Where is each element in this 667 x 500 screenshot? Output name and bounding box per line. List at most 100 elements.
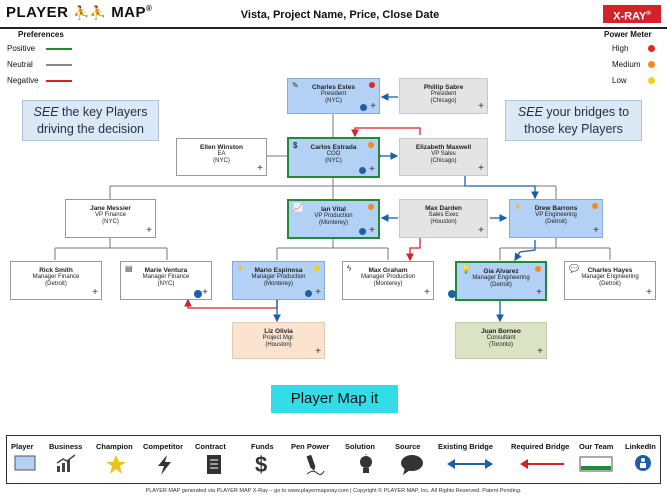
expand-plus-icon[interactable]: + <box>202 287 208 298</box>
funds-icon: $ <box>293 141 298 150</box>
preference-neutral-label: Neutral <box>7 60 33 69</box>
footer-copyright: PLAYER MAP generated via PLAYER MAP X-Ra… <box>145 488 522 494</box>
node-ian-vital[interactable]: 📈 Ian Vital VP Production (Monterey) + <box>287 199 380 239</box>
expand-plus-icon[interactable]: + <box>478 101 484 112</box>
expand-plus-icon[interactable]: + <box>369 164 375 175</box>
expand-plus-icon[interactable]: + <box>257 163 263 174</box>
solution-icon: 💡 <box>461 265 471 274</box>
legend-champion-label: Champion <box>96 442 133 451</box>
node-elizabeth-maxwell[interactable]: Elizabeth Maxwell VP Sales (Chicago) + <box>399 138 488 176</box>
player-icon <box>14 455 36 471</box>
business-icon <box>56 454 76 472</box>
icon-legend: Player Business Champion Competitor Cont… <box>6 435 661 484</box>
competitor-icon: ϟ <box>347 264 352 273</box>
node-max-graham[interactable]: ϟ Max Graham Manager Production (Montere… <box>342 261 434 300</box>
expand-plus-icon[interactable]: + <box>92 287 98 298</box>
expand-plus-icon[interactable]: + <box>370 101 376 112</box>
node-liz-olivia[interactable]: Liz Olivia Project Mgr. (Houston) + <box>232 322 325 359</box>
power-dot-medium <box>368 142 374 148</box>
expand-plus-icon[interactable]: + <box>536 287 542 298</box>
xray-badge: X-RAY® <box>603 5 661 23</box>
power-medium-dot <box>648 61 655 68</box>
page-title: Vista, Project Name, Price, Close Date <box>240 9 440 21</box>
contract-icon: ▤ <box>125 264 133 273</box>
power-high-dot <box>648 45 655 52</box>
power-dot-medium <box>368 204 374 210</box>
linkedin-icon[interactable] <box>448 290 456 298</box>
node-max-darden[interactable]: Max Darden Sales Exec (Houston) + <box>399 199 488 238</box>
pen-power-icon: ✎ <box>292 81 299 90</box>
preference-positive-line <box>46 48 72 50</box>
expand-plus-icon[interactable]: + <box>593 225 599 236</box>
competitor-icon <box>158 455 171 475</box>
power-low-label: Low <box>612 76 627 85</box>
power-low-dot <box>648 77 655 84</box>
node-carlos-estrada[interactable]: $ Carlos Estrada COO (NYC) + <box>287 137 380 178</box>
expand-plus-icon[interactable]: + <box>369 225 375 236</box>
power-dot-medium <box>535 266 541 272</box>
linkedin-icon[interactable] <box>194 290 202 298</box>
team-icon <box>359 167 366 174</box>
legend-existing-bridge-label: Existing Bridge <box>438 442 494 451</box>
preferences-title: Preferences <box>18 30 64 39</box>
source-icon <box>401 455 423 475</box>
preference-negative-line <box>46 80 72 82</box>
legend-contract-label: Contract <box>195 442 226 451</box>
power-meter-title: Power Meter <box>604 30 652 39</box>
power-high-label: High <box>612 44 629 53</box>
node-charles-hayes[interactable]: 💬 Charles Hayes Manager Engineering (Det… <box>564 261 656 300</box>
power-dot-low <box>314 265 320 271</box>
node-mario-espinosa[interactable]: ★ Mario Espinosa Manager Production (Mon… <box>232 261 325 300</box>
node-juan-borneo[interactable]: Juan Borneo Consultant (Toronto) + <box>455 322 547 359</box>
team-icon <box>305 290 312 297</box>
callout-bridges: SEE your bridges to those key Players <box>505 100 642 141</box>
champion-icon: ★ <box>514 202 522 211</box>
node-phillip-sabre[interactable]: Phillip Sabre President (Chicago) + <box>399 78 488 114</box>
power-dot-medium <box>592 203 598 209</box>
node-jane-messier[interactable]: Jane Messier VP Finance (NYC) + <box>65 199 156 238</box>
required-bridge-arrow-icon <box>520 459 564 469</box>
expand-plus-icon[interactable]: + <box>315 287 321 298</box>
legend-player-label: Player <box>11 442 34 451</box>
node-charles-estes[interactable]: ✎ Charles Estes President (NYC) + <box>287 78 380 114</box>
expand-plus-icon[interactable]: + <box>478 225 484 236</box>
expand-plus-icon[interactable]: + <box>424 287 430 298</box>
legend-solution-label: Solution <box>345 442 375 451</box>
legend-source-label: Source <box>395 442 421 451</box>
legend-our-team-label: Our Team <box>579 442 614 451</box>
power-medium-label: Medium <box>612 60 641 69</box>
expand-plus-icon[interactable]: + <box>315 346 321 357</box>
expand-plus-icon[interactable]: + <box>537 346 543 357</box>
node-rick-smith[interactable]: Rick Smith Manager Finance (Detroit) + <box>10 261 102 300</box>
power-dot-high <box>369 82 375 88</box>
legend-linkedin-label: LinkedIn <box>625 442 656 451</box>
source-icon: 💬 <box>569 264 579 273</box>
linkedin-icon <box>635 455 651 471</box>
node-drew-barrons[interactable]: ★ Drew Barrons VP Engineering (Detroit) … <box>509 199 603 238</box>
player-map-logo: PLAYER ⛹⛹ MAP® <box>6 4 153 21</box>
legend-required-bridge-label: Required Bridge <box>511 442 570 451</box>
business-icon: 📈 <box>293 203 303 212</box>
bridge-lines <box>184 93 539 323</box>
legend-funds-label: Funds <box>251 442 274 451</box>
team-icon <box>359 228 366 235</box>
expand-plus-icon[interactable]: + <box>146 225 152 236</box>
preference-negative-label: Negative <box>7 76 39 85</box>
solution-icon <box>360 454 372 473</box>
player-map-it-button[interactable]: Player Map it <box>271 385 398 413</box>
funds-icon: $ <box>255 452 268 477</box>
header-divider <box>0 27 667 29</box>
node-gia-alvarez[interactable]: 💡 Gia Alvarez Manager Engineering (Detro… <box>455 261 547 301</box>
existing-bridge-arrow-icon <box>447 459 493 469</box>
champion-icon <box>106 455 126 474</box>
node-ellen-winston[interactable]: Ellen Winston EA (NYC) + <box>176 138 267 176</box>
contract-icon <box>207 455 221 474</box>
legend-pen-power-label: Pen Power <box>291 442 330 451</box>
expand-plus-icon[interactable]: + <box>646 287 652 298</box>
champion-icon: ★ <box>237 264 245 273</box>
pen-power-icon <box>306 454 325 476</box>
expand-plus-icon[interactable]: + <box>478 163 484 174</box>
team-icon <box>360 104 367 111</box>
